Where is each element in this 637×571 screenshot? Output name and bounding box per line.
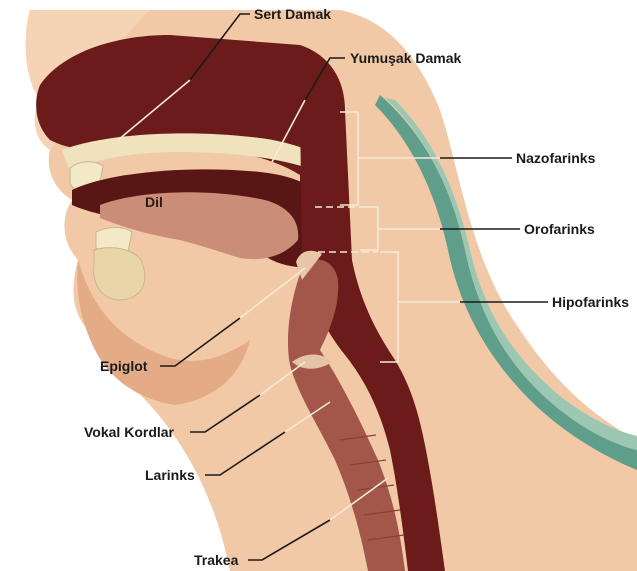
label-sert-damak: Sert Damak: [254, 6, 331, 22]
label-dil: Dil: [145, 194, 163, 210]
label-trakea: Trakea: [194, 552, 239, 568]
label-vokal-kordlar: Vokal Kordlar: [84, 424, 175, 440]
label-orofarinks: Orofarinks: [524, 221, 595, 237]
label-larinks: Larinks: [145, 467, 195, 483]
label-hipofarinks: Hipofarinks: [552, 294, 629, 310]
mandible: [94, 248, 145, 300]
label-nazofarinks: Nazofarinks: [516, 150, 596, 166]
label-yumusak-damak: Yumuşak Damak: [350, 50, 461, 66]
label-epiglot: Epiglot: [100, 358, 148, 374]
